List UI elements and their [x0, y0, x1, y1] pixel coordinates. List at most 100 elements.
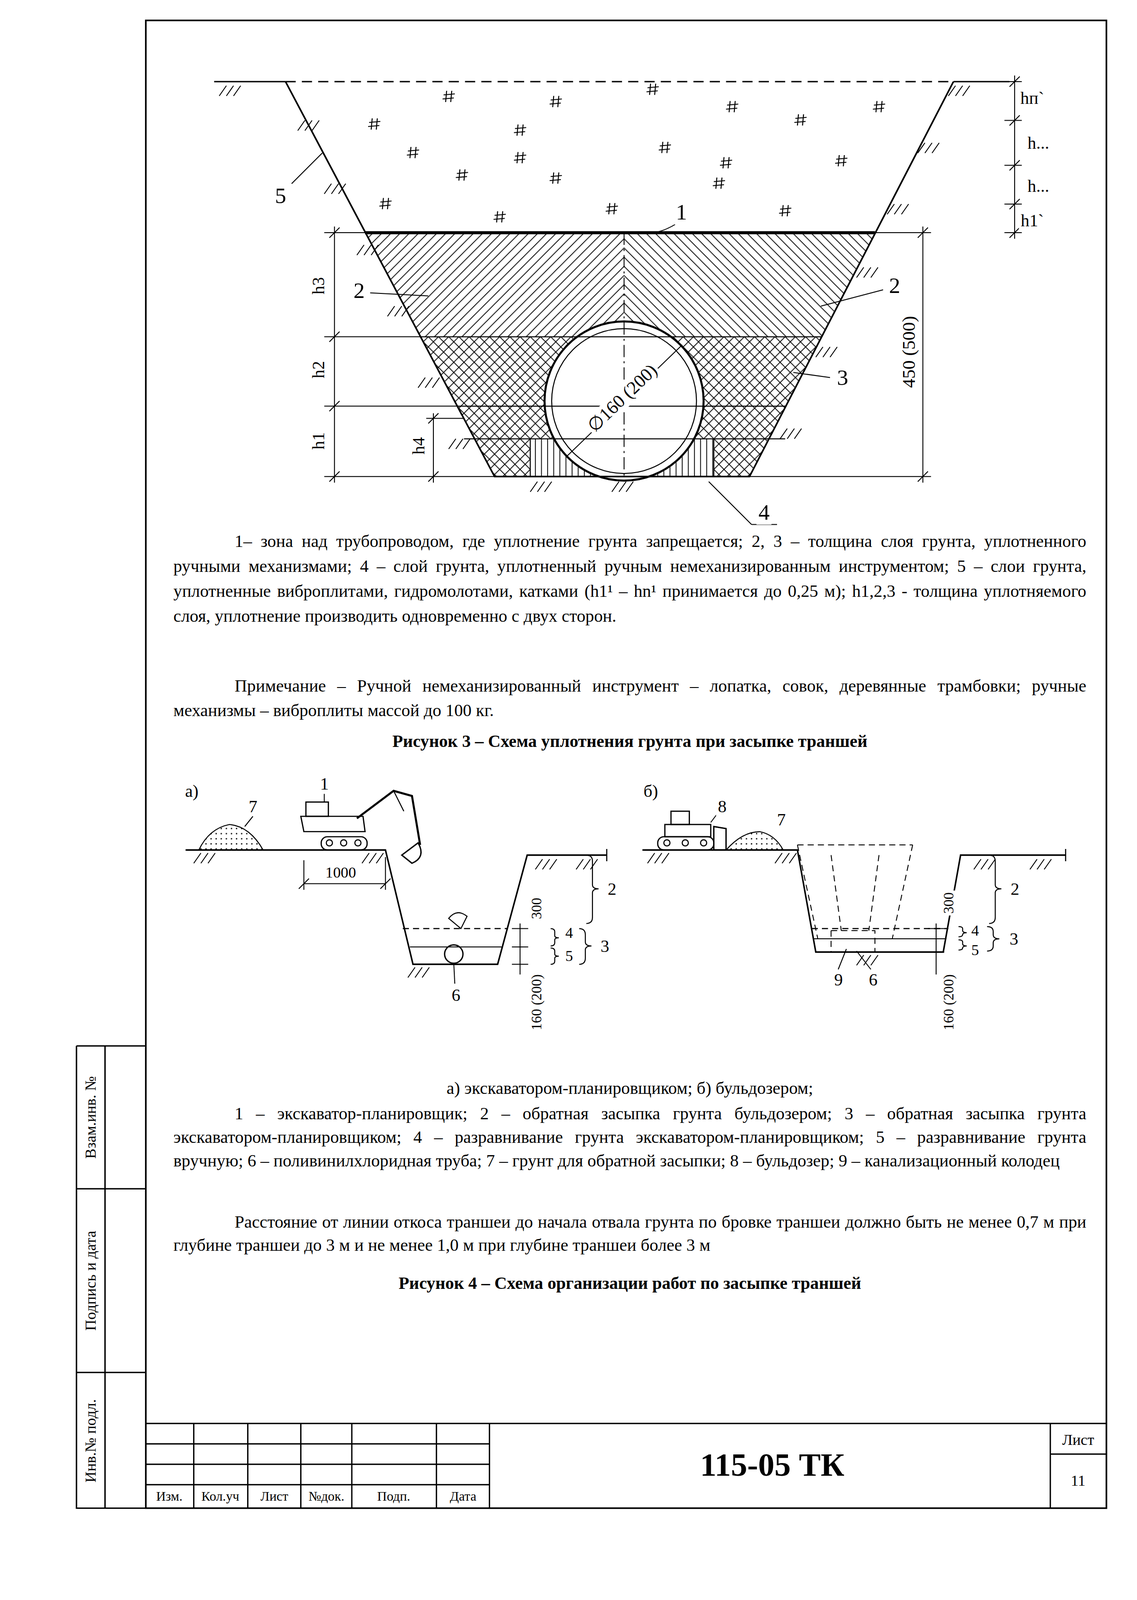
fig3-trench-part — [719, 157, 733, 169]
fig3-trench-part — [726, 101, 739, 113]
fig4b-part — [856, 954, 878, 966]
fig4a-part — [393, 790, 404, 812]
callout-number: 2 — [887, 273, 903, 298]
fig3-trench-part — [455, 169, 468, 181]
callout-number: 1 — [318, 773, 331, 793]
fig3-trench-part — [364, 231, 875, 235]
subfigure-label: б) — [641, 781, 660, 801]
fig4a-part — [340, 839, 347, 846]
fig3-trench-part — [544, 321, 704, 481]
fig3-trench-part — [815, 346, 837, 358]
fig3-dimensions-part — [324, 226, 495, 483]
fig3-trench-part — [285, 81, 954, 83]
callout-number: 2 — [1008, 879, 1021, 899]
fig4b-part — [682, 839, 689, 846]
fig4b-part — [663, 839, 670, 846]
figure-caption: Рисунок 3 – Схема уплотнения грунта при … — [173, 728, 1087, 754]
fig4a-part — [323, 793, 325, 802]
dimension-label: 160 (200) — [940, 971, 957, 1032]
legend-paragraph: 1– зона над трубопроводом, где уплотнени… — [173, 528, 1087, 629]
callout-number: 5 — [969, 941, 982, 958]
fig4b-part — [700, 839, 707, 846]
fig3-trench-part — [368, 118, 381, 130]
callout-number: 3 — [835, 364, 851, 390]
fig3-leaders-part — [821, 289, 884, 307]
fig3-trench-part — [872, 101, 885, 113]
subfigure-label: а) — [183, 781, 201, 801]
dimension-label: h4 — [408, 435, 428, 457]
stamp-cell: №док. — [306, 1487, 347, 1503]
figure-caption: Рисунок 4 – Схема организации работ по з… — [173, 1271, 1087, 1295]
fig3-trench-part — [530, 481, 552, 492]
fig4b-part — [958, 939, 967, 950]
fig3-leaders — [291, 153, 884, 525]
fig3-trench-part — [835, 155, 848, 167]
dimension-label: 450 (500) — [898, 314, 919, 390]
fig3-trench-part — [324, 183, 346, 195]
fig4a-part — [193, 852, 215, 864]
fig3-trench-part — [887, 204, 909, 215]
callout-number: 9 — [832, 969, 845, 989]
fig3-hatching-part — [714, 406, 787, 477]
callout-number: 7 — [775, 809, 788, 829]
fig4a-part — [185, 849, 607, 964]
fig4a-part — [511, 923, 529, 975]
fig3-trench-part — [549, 96, 562, 108]
fig3-hatching — [364, 232, 875, 481]
stamp-cell: Лист — [1060, 1430, 1097, 1448]
fig3-trench-part — [493, 211, 506, 223]
fig3-trench-part — [417, 377, 440, 389]
fig4b-part — [1030, 859, 1052, 870]
fig3-trench-part — [297, 120, 320, 132]
fig4a-part — [535, 859, 557, 870]
fig4b-part — [726, 831, 784, 851]
fig3-hatching-part — [420, 336, 822, 477]
fig4b-part — [1064, 848, 1066, 861]
fig4b-part — [838, 948, 871, 970]
fig3-trench-part — [448, 438, 471, 450]
fig3-trench-part — [379, 198, 392, 210]
fig3-trench-part — [948, 85, 970, 97]
fig3-trench-part — [551, 328, 697, 474]
page-frame — [76, 20, 1107, 1508]
title-block-part — [193, 1423, 490, 1508]
callout-number: 5 — [563, 947, 575, 965]
fig3-leaders-part — [654, 224, 676, 233]
fig4a-part — [606, 848, 608, 861]
fig3-trench-part — [794, 114, 807, 126]
fig4a-part — [409, 946, 502, 948]
page-frame-part — [76, 1045, 146, 1508]
stamp-cell: Дата — [447, 1487, 478, 1503]
fig4b-part — [973, 859, 996, 870]
fig4a-part — [550, 947, 559, 964]
fig4a — [185, 790, 607, 984]
fig4b-part — [797, 844, 913, 952]
dimension-label: h... — [1025, 133, 1052, 153]
legend-paragraph: 1 – экскаватор-планировщик; 2 – обратная… — [173, 1101, 1087, 1172]
fig3-trench-part — [356, 244, 379, 256]
stamp-cell: Лист — [258, 1487, 291, 1503]
callout-number: 3 — [598, 936, 612, 956]
fig3-trench-part — [514, 124, 527, 137]
fig3-trench-part — [778, 204, 792, 217]
fig4b-part — [665, 824, 711, 837]
dimension-label: 300 — [940, 890, 957, 916]
callout-number: 2 — [351, 278, 367, 303]
stamp-cell: Изм. — [154, 1487, 185, 1503]
dimension-label: h... — [1025, 175, 1052, 195]
fig3-dimensions-part — [749, 226, 931, 483]
callout-number: 7 — [246, 796, 259, 816]
callout-number: 6 — [449, 985, 462, 1005]
fig4b-part — [647, 852, 669, 864]
fig4a-part — [301, 816, 366, 832]
fig3-hatching-part — [624, 232, 875, 337]
dimension-label: h1 — [308, 430, 328, 452]
fig3-leaders-part — [291, 153, 322, 185]
callout-number: 4 — [563, 923, 575, 941]
fig3-trench-part — [442, 90, 455, 103]
fig3-trench-part — [285, 81, 954, 477]
fig3-trench-part — [565, 344, 682, 458]
fig3-trench-part — [646, 83, 659, 96]
